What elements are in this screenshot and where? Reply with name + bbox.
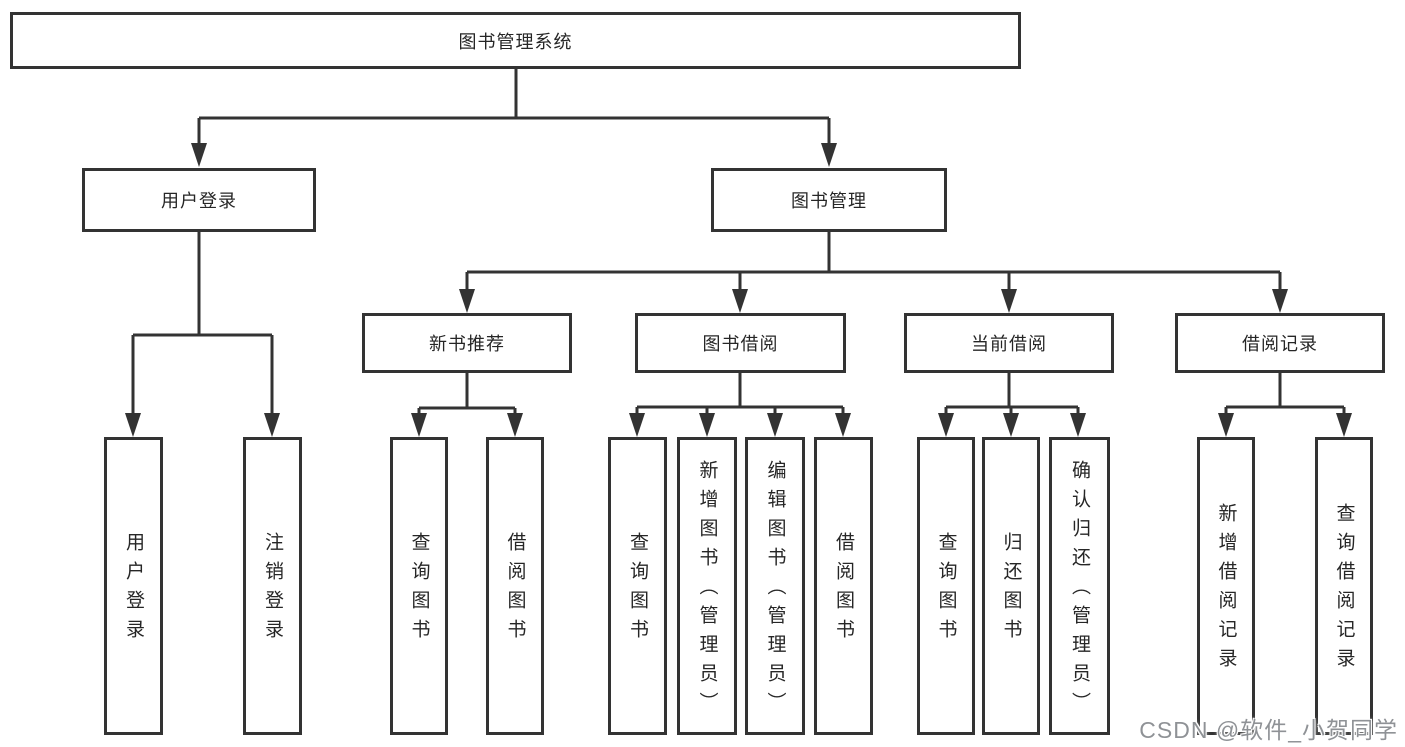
node-current-borrowing: 当前借阅 <box>904 313 1114 373</box>
node-borrowing-records: 借阅记录 <box>1175 313 1385 373</box>
node-leaf-bb-add-books-admin: 新增图书（管理员） <box>677 437 737 735</box>
csdn-watermark: CSDN @软件_小贺同学 <box>1139 717 1398 743</box>
node-leaf-nbr-query-books: 查询图书 <box>390 437 448 735</box>
node-leaf-user-login: 用户登录 <box>104 437 163 735</box>
node-leaf-cb-return-books: 归还图书 <box>982 437 1040 735</box>
node-leaf-cb-confirm-return-admin: 确认归还（管理员） <box>1049 437 1110 735</box>
node-new-book-recommendation: 新书推荐 <box>362 313 572 373</box>
node-book-management: 图书管理 <box>711 168 947 232</box>
connector-borrow-records-branch <box>1218 373 1352 437</box>
node-leaf-bb-borrow-books: 借阅图书 <box>814 437 873 735</box>
node-leaf-br-add-record: 新增借阅记录 <box>1197 437 1255 735</box>
node-root-system: 图书管理系统 <box>10 12 1021 69</box>
node-leaf-nbr-borrow-books: 借阅图书 <box>486 437 544 735</box>
connector-user-login-branch <box>125 232 280 437</box>
node-user-login: 用户登录 <box>82 168 316 232</box>
node-leaf-bb-edit-books-admin: 编辑图书（管理员） <box>745 437 805 735</box>
connector-book-management-branch <box>459 232 1288 313</box>
connector-current-borrow-branch <box>938 373 1086 437</box>
node-leaf-bb-query-books: 查询图书 <box>608 437 667 735</box>
connector-new-book-rec-branch <box>411 373 523 437</box>
node-leaf-logout: 注销登录 <box>243 437 302 735</box>
connector-root-to-level2 <box>191 68 837 167</box>
connector-book-borrow-branch <box>629 373 851 437</box>
node-leaf-cb-query-books: 查询图书 <box>917 437 975 735</box>
node-book-borrowing: 图书借阅 <box>635 313 846 373</box>
node-leaf-br-query-record: 查询借阅记录 <box>1315 437 1373 735</box>
